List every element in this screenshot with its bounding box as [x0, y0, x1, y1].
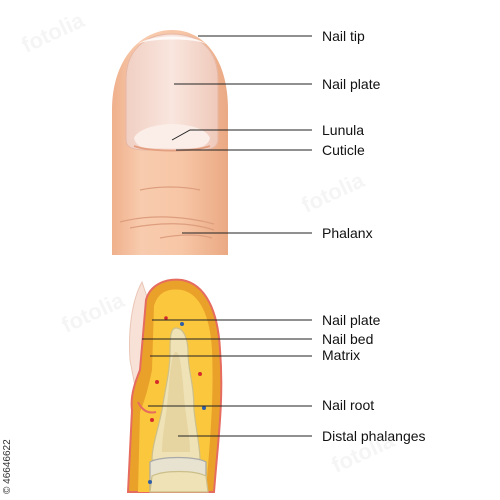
finger-illustration: [112, 30, 228, 255]
label-cuticle: Cuticle: [322, 142, 365, 158]
blood-vessels-dots: [148, 316, 206, 484]
label-phalanx: Phalanx: [322, 225, 373, 241]
leader-lunula: [171, 129, 312, 141]
nail-root-fold: [137, 401, 157, 414]
bone-marrow: [162, 352, 190, 452]
label-distal-phalanges: Distal phalanges: [322, 428, 426, 444]
leader-lines: [142, 35, 312, 437]
side-image-code: © 46646622: [2, 390, 16, 500]
label-nail-root: Nail root: [322, 397, 375, 413]
label-nail-plate-top: Nail plate: [322, 76, 381, 92]
label-lunula: Lunula: [322, 122, 365, 138]
label-nail-plate-section: Nail plate: [322, 312, 381, 328]
middle-phalanx-bone: [149, 470, 209, 493]
label-nail-tip: Nail tip: [322, 28, 365, 44]
label-nail-bed: Nail bed: [322, 331, 374, 347]
knuckle-creases: [119, 186, 215, 239]
nail-plate-shape: [125, 33, 219, 151]
nail-tip-shape: [138, 36, 206, 44]
side-code-text: © 46646622: [2, 439, 13, 494]
cuticle-shape: [133, 145, 211, 152]
cross-section-illustration: [126, 278, 223, 493]
label-matrix: Matrix: [322, 347, 361, 363]
